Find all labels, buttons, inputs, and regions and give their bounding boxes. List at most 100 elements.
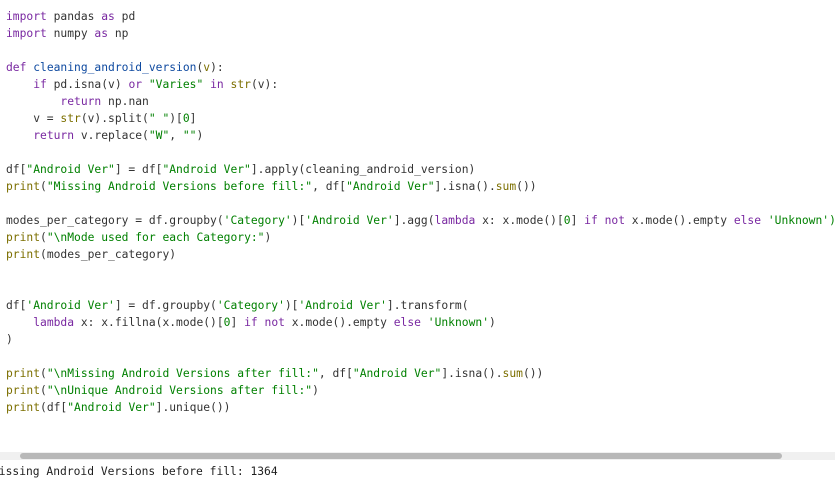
code-token: ) [312,384,319,397]
code-token: print [6,401,41,414]
code-token: import [6,10,47,23]
code-token: in [210,78,224,91]
code-token: "Android Ver" [162,163,251,176]
code-token: )[ [284,299,299,312]
code-token: ( [40,180,47,193]
code-line: print("\nUnique Android Versions after f… [6,382,835,399]
code-line: print("\nMode used for each Category:") [6,229,835,246]
code-token: cleaning_android_version [33,61,197,74]
code-line: lambda x: x.fillna(x.mode()[0] if not x.… [6,314,835,331]
code-token: 'Android Ver' [26,299,115,312]
code-line [6,280,835,297]
code-token: "Varies" [148,78,204,91]
code-token: x.mode().empty [625,214,734,227]
code-token: "Android Ver" [352,367,442,380]
code-line [6,263,835,280]
code-token: "\nMode used for each Category:" [46,231,265,244]
code-token: lambda [33,316,75,329]
code-token: 0 [182,112,190,125]
code-token: ].isna(). [441,367,503,380]
code-token: (v): [250,78,279,91]
code-line: v = str(v).split(" ")[0] [6,110,835,127]
code-token: 0 [223,316,231,329]
code-token: if [584,214,598,227]
code-token: ) [489,316,496,329]
code-token: ) [6,333,13,346]
code-token: "\nMissing Android Versions after fill:" [46,367,319,380]
code-token: print [6,180,41,193]
code-token: ) [264,231,272,244]
code-line: print("\nMissing Android Versions after … [6,365,835,382]
code-token: v [203,61,211,74]
code-token: (df[ [40,401,68,414]
code-token: 'Unknown') [767,214,835,227]
code-token: "\nUnique Android Versions after fill:" [46,384,313,397]
code-line [6,348,835,365]
code-token: ()) [522,367,544,380]
code-line: import numpy as np [6,25,835,42]
code-token: ].agg( [393,214,435,227]
code-token: 'Category' [223,214,292,227]
code-line: ) [6,331,835,348]
code-token: ].apply(cleaning_android_version) [250,163,476,176]
code-token: else [393,316,421,329]
code-token: not [264,316,285,329]
code-token [6,78,33,91]
code-line: return v.replace("W", "") [6,127,835,144]
code-token: not [604,214,625,227]
code-token: (v).split( [80,112,149,125]
code-line: def cleaning_android_version(v): [6,59,835,76]
code-token: if [244,316,258,329]
code-token: return [60,95,102,108]
code-token: "W" [148,129,170,142]
code-token: "" [182,129,197,142]
code-token: print [6,231,41,244]
code-token: ( [40,384,47,397]
code-line [6,144,835,161]
scrollbar-thumb[interactable] [20,453,782,459]
code-token: ].isna(). [434,180,496,193]
code-token: ] [570,214,585,227]
code-token [6,316,33,329]
code-token: import [6,27,47,40]
code-token: x: x.mode()[ [475,214,564,227]
code-token [6,129,33,142]
code-token: sum [495,180,517,193]
code-token: sum [502,367,523,380]
code-token [598,214,605,227]
output-text: Missing Android Versions before fill: 13… [0,465,278,478]
code-token: np.nan [101,95,149,108]
cell-output: Missing Android Versions before fill: 13… [0,460,835,484]
code-token: pandas [46,10,102,23]
code-token [421,316,428,329]
code-token: 0 [563,214,571,227]
code-token: np [108,27,129,40]
code-token: as [94,27,109,40]
code-token: ] [230,316,245,329]
horizontal-scrollbar[interactable] [0,452,835,460]
code-token: , [169,129,183,142]
code-token: ] = df.groupby( [114,299,217,312]
code-line: print("Missing Android Versions before f… [6,178,835,195]
code-token: 'Unknown' [427,316,489,329]
code-token: str [230,78,251,91]
code-token: numpy [46,27,95,40]
code-token: "Android Ver" [346,180,435,193]
code-token: ( [40,231,47,244]
code-token: (modes_per_category) [40,248,177,261]
code-token: print [6,248,41,261]
code-token: x.mode().empty [284,316,394,329]
code-token: return [33,129,75,142]
code-token [224,78,231,91]
code-token: ] [189,112,197,125]
code-token: ): [210,61,224,74]
code-token: df[ [6,299,27,312]
code-line [6,42,835,59]
code-token: if [33,78,47,91]
code-token [761,214,768,227]
code-token: print [6,384,41,397]
code-line [6,195,835,212]
code-token: ].unique()) [155,401,231,414]
